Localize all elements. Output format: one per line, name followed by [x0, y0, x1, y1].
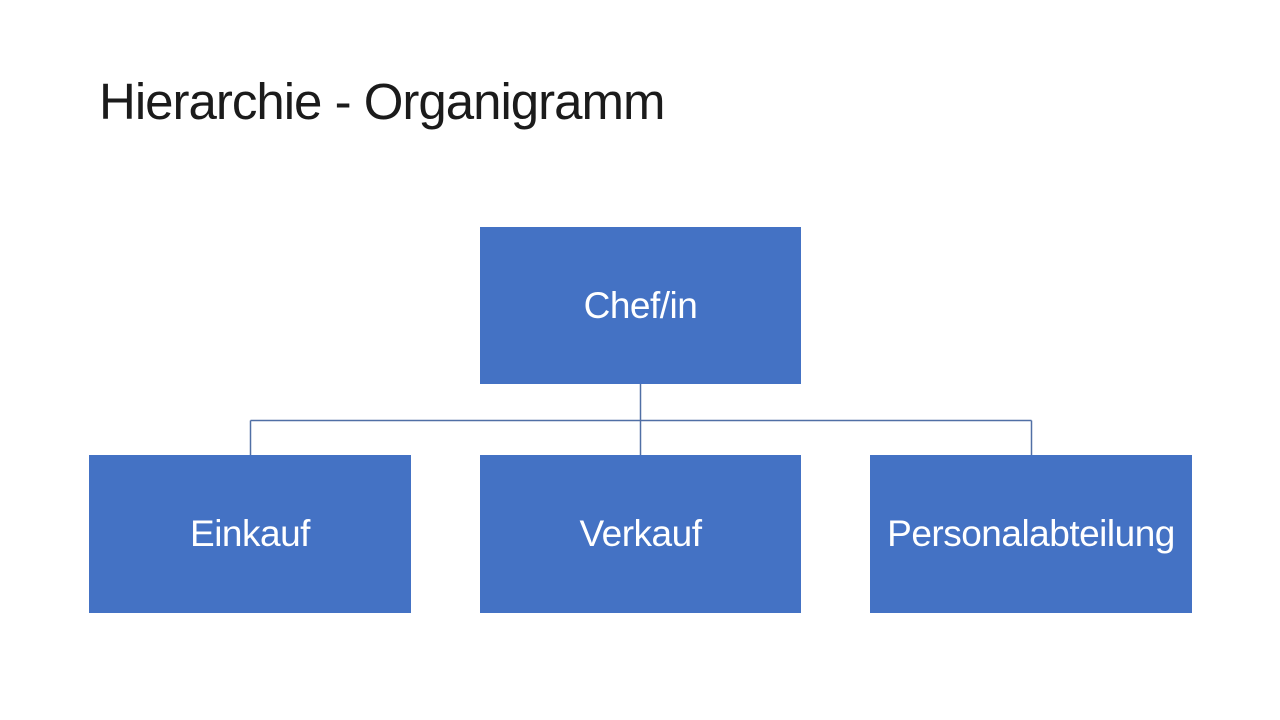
org-node-einkauf-label: Einkauf	[190, 513, 310, 554]
org-node-verkauf[interactable]: Verkauf	[480, 455, 801, 613]
org-node-personalabteilung[interactable]: Personalabteilung	[870, 455, 1192, 613]
org-node-verkauf-label: Verkauf	[579, 513, 702, 554]
org-node-personalabteilung-label: Personalabteilung	[887, 513, 1175, 554]
org-node-chef-label: Chef/in	[583, 284, 698, 326]
org-node-einkauf[interactable]: Einkauf	[89, 455, 411, 613]
slide-title[interactable]: Hierarchie - Organigramm	[99, 73, 665, 130]
org-node-chef[interactable]: Chef/in	[480, 227, 801, 384]
